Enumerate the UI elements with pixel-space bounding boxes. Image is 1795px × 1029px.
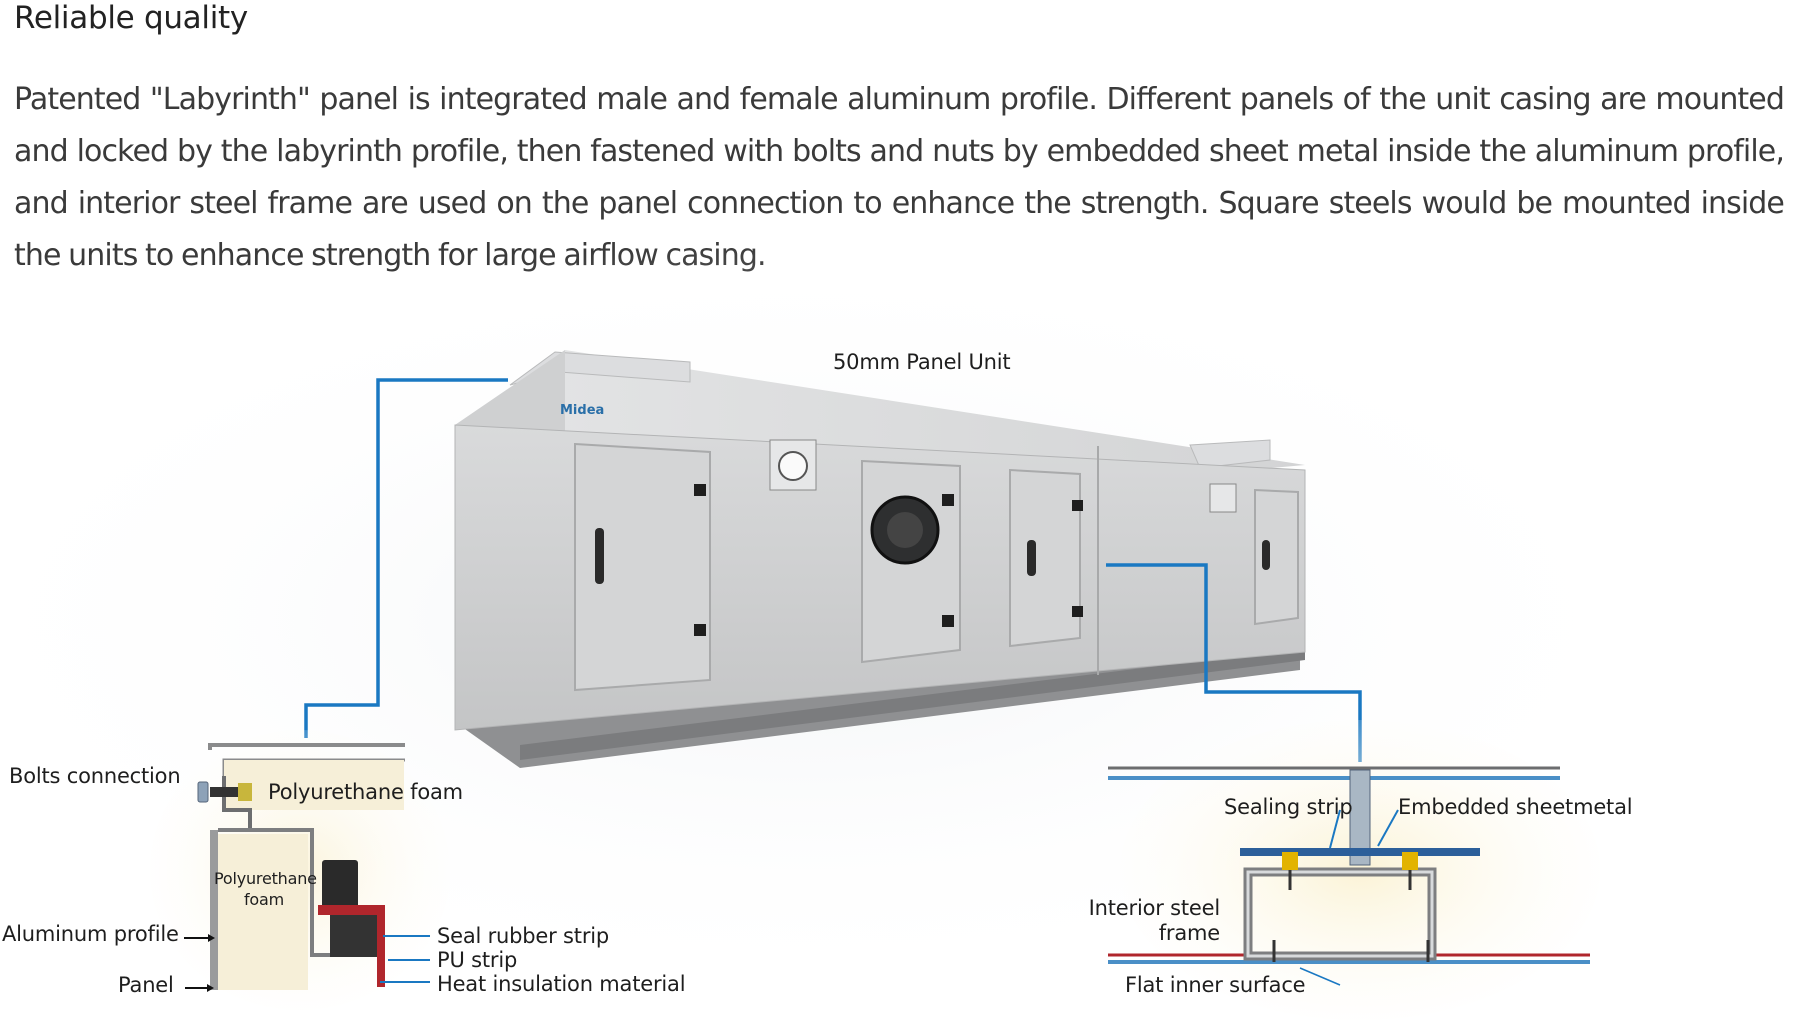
unit-caption: 50mm Panel Unit xyxy=(833,350,1011,374)
right-frame-detail xyxy=(1108,720,1600,1020)
label-panel: Panel xyxy=(118,973,174,997)
label-aluminum-profile: Aluminum profile xyxy=(2,922,179,946)
label-sealing-strip: Sealing strip xyxy=(1224,795,1353,819)
label-polyurethane-foam-top: Polyurethane foam xyxy=(268,780,463,804)
label-embedded-sheetmetal: Embedded sheetmetal xyxy=(1398,795,1633,819)
label-interior-steel-frame-line1: Interior steel xyxy=(1088,896,1221,920)
leader-line-right xyxy=(1106,563,1362,762)
label-flat-inner-surface: Flat inner surface xyxy=(1125,973,1306,997)
label-polyurethane-foam-inner: Polyurethane foam xyxy=(214,868,317,910)
label-interior-steel-frame: Interior steel frame xyxy=(1080,896,1221,946)
label-heat-insulation-material: Heat insulation material xyxy=(437,972,686,996)
label-polyurethane-foam-inner-line1: Polyurethane xyxy=(214,869,317,888)
label-interior-steel-frame-line2: frame xyxy=(1158,921,1220,945)
label-polyurethane-foam-inner-line2: foam xyxy=(243,890,284,909)
left-profile-detail xyxy=(150,730,450,1010)
label-pu-strip: PU strip xyxy=(437,948,518,972)
leader-lines xyxy=(304,378,1362,762)
label-seal-rubber-strip: Seal rubber strip xyxy=(437,924,610,948)
section-paragraph: Patented "Labyrinth" panel is integrated… xyxy=(14,82,1785,273)
air-handling-unit: Midea xyxy=(454,350,1306,768)
midea-logo: Midea xyxy=(560,403,604,418)
label-bolts-connection: Bolts connection xyxy=(9,764,181,788)
section-heading: Reliable quality xyxy=(14,0,248,36)
leader-line-left xyxy=(304,378,508,738)
